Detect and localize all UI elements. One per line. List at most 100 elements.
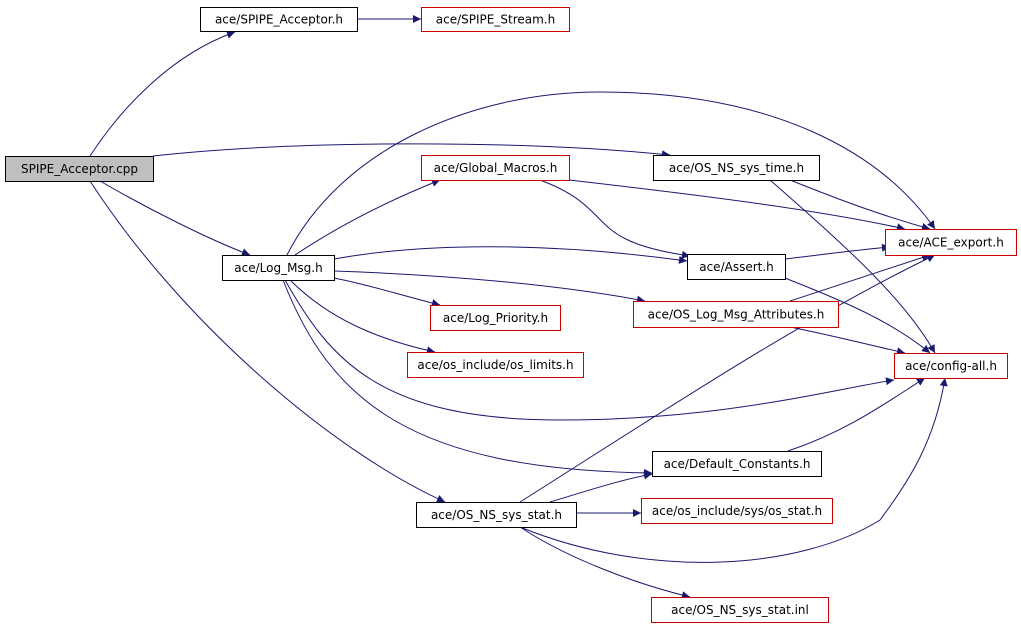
edge-log_msg-to-default_constants [282,279,653,477]
edge-assert-to-config_all [784,277,931,354]
node-assert[interactable]: ace/Assert.h [687,254,786,280]
edges-layer [89,15,948,600]
node-global-macros[interactable]: ace/Global_Macros.h [421,155,570,181]
edge-os_ns_sys_stat-to-ace_export [519,254,936,503]
edge-log_msg-to-ace_export [286,91,936,256]
edge-os_ns_sys_stat-to-config_all [519,377,948,563]
edge-spipe_cpp-to-os_ns_sys_time [152,143,671,159]
edge-line [333,246,688,264]
node-box[interactable] [885,229,1017,256]
node-label: ace/config-all.h [905,359,997,373]
edge-line [519,377,948,563]
edge-line [784,277,931,354]
node-log-priority[interactable]: ace/Log_Priority.h [430,305,561,331]
edge-line [152,143,671,159]
node-label: ace/ACE_export.h [898,236,1004,250]
node-ace-export[interactable]: ace/ACE_export.h [885,229,1017,256]
node-box[interactable] [652,451,822,477]
edge-line [549,471,653,503]
node-os-limits[interactable]: ace/os_include/os_limits.h [407,352,584,378]
node-label: ace/Global_Macros.h [434,161,558,175]
node-spipe-cpp[interactable]: SPIPE_Acceptor.cpp [5,156,154,182]
edge-line [789,253,931,302]
edge-line [769,179,936,354]
edge-global_macros-to-assert [539,179,691,259]
edge-os_ns_sys_time-to-config_all [769,179,936,354]
node-box[interactable] [407,352,584,378]
node-label: ace/Log_Priority.h [443,311,548,325]
edge-line [539,179,691,259]
edge-os_ns_sys_stat-to-default_constants [549,471,653,503]
node-label: ace/SPIPE_Stream.h [436,13,555,27]
edge-spipe_cpp-to-log_msg [99,180,251,256]
node-label: ace/OS_NS_sys_time.h [669,161,804,175]
edge-global_macros-to-ace_export [568,179,906,232]
node-config-all[interactable]: ace/config-all.h [894,353,1008,379]
node-label: ace/Assert.h [699,260,774,274]
node-box[interactable] [687,254,786,280]
edge-line [519,526,691,600]
edge-os_ns_sys_stat-to-os_ns_sys_stat_inl [519,526,691,600]
node-spipe-stream[interactable]: ace/SPIPE_Stream.h [421,7,570,32]
edge-line [89,180,446,503]
edge-line [289,279,436,355]
edge-assert-to-ace_export [784,243,891,260]
node-label: ace/SPIPE_Acceptor.h [215,13,343,27]
node-box[interactable] [894,353,1008,379]
edge-log_msg-to-assert [333,246,688,264]
node-box[interactable] [651,597,829,623]
node-label: ace/OS_NS_sys_stat.inl [671,603,809,617]
node-box[interactable] [421,155,570,181]
node-box[interactable] [653,155,820,181]
node-box[interactable] [416,502,577,528]
edge-spipe_cpp-to-os_ns_sys_stat [89,180,446,503]
edge-log_msg-to-config_all [284,279,895,421]
node-label: ace/OS_NS_sys_stat.h [431,508,562,522]
node-box[interactable] [421,7,570,32]
node-box[interactable] [222,255,335,281]
edge-os_ns_sys_time-to-ace_export [789,179,931,231]
edge-log_msg-to-log_priority [333,277,441,307]
edge-line [284,279,895,421]
node-label: ace/Default_Constants.h [664,457,811,471]
node-box[interactable] [5,156,154,182]
edge-log_msg-to-global_macros [294,179,441,256]
edge-line [333,270,646,304]
edge-line [99,180,251,256]
edge-line [333,277,441,307]
edge-line [519,254,936,503]
edge-os_log_msg_attr-to-ace_export [789,253,931,302]
node-os-stat[interactable]: ace/os_include/sys/os_stat.h [641,498,833,524]
node-os-ns-sys-stat-inl[interactable]: ace/OS_NS_sys_stat.inl [651,597,829,623]
node-log-msg[interactable]: ace/Log_Msg.h [222,255,335,281]
node-box[interactable] [641,498,833,524]
node-os-ns-sys-time[interactable]: ace/OS_NS_sys_time.h [653,155,820,181]
edge-line [89,30,236,157]
edge-line [294,179,441,256]
edge-spipe_cpp-to-spipe_acc [89,30,236,157]
edge-log_msg-to-os_limits [289,279,436,355]
node-box[interactable] [200,7,358,32]
node-box[interactable] [430,305,561,331]
node-label: ace/OS_Log_Msg_Attributes.h [648,308,825,322]
edge-line [286,91,936,256]
node-box[interactable] [633,301,839,328]
edge-line [787,377,926,452]
node-os-log-msg-attr[interactable]: ace/OS_Log_Msg_Attributes.h [633,301,839,328]
node-label: SPIPE_Acceptor.cpp [21,162,138,176]
edge-os_log_msg_attr-to-config_all [789,326,906,356]
edge-line [568,179,906,232]
edge-default_constants-to-config_all [787,377,926,452]
edge-line [784,243,891,260]
node-label: ace/os_include/os_limits.h [417,358,573,372]
edge-line [282,279,653,477]
edge-log_msg-to-os_log_msg_attr [333,270,646,304]
node-spipe-acc[interactable]: ace/SPIPE_Acceptor.h [200,7,358,32]
node-label: ace/os_include/sys/os_stat.h [652,504,822,518]
node-label: ace/Log_Msg.h [234,261,322,275]
node-default-constants[interactable]: ace/Default_Constants.h [652,451,822,477]
edge-line [789,326,906,356]
node-os-ns-sys-stat[interactable]: ace/OS_NS_sys_stat.h [416,502,577,528]
